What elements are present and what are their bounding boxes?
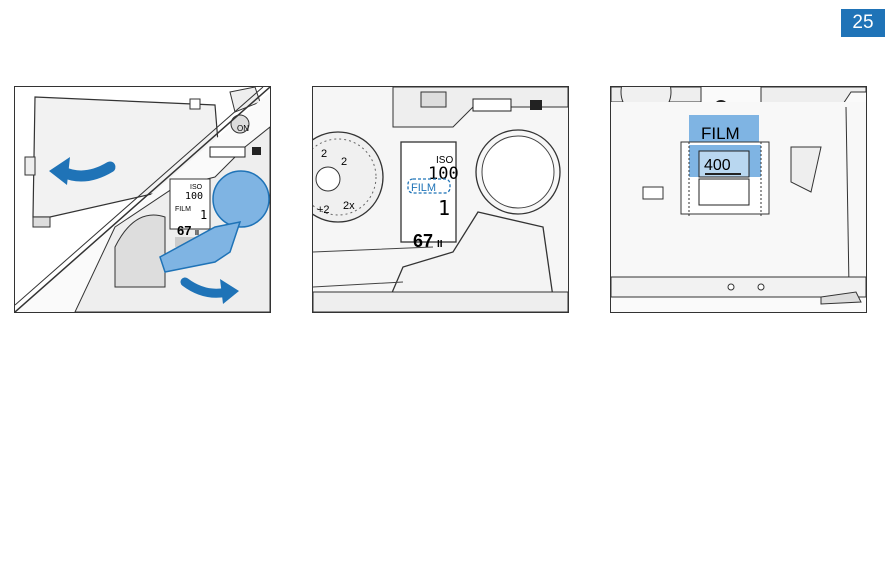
model-label: 67: [413, 231, 433, 251]
film-label: FILM: [411, 182, 436, 194]
dial-label-4: 2x: [343, 200, 355, 212]
iso-label: ISO: [190, 184, 203, 191]
iso-value: 100: [185, 191, 203, 202]
dial-label-2: 2: [341, 156, 347, 168]
frame-counter: 1: [200, 208, 207, 222]
film-label: FILM: [175, 206, 191, 213]
dial-label-3: +2: [317, 204, 330, 216]
illustration-panel-3: ML FILM 400: [610, 86, 867, 313]
iso-value: 100: [428, 164, 459, 184]
illustration-panel-2: 2 2 +2 2x ISO 100 FILM 1 67 II: [312, 86, 569, 313]
page-number-badge: 25: [841, 9, 885, 37]
iso-label: ISO: [436, 155, 453, 166]
on-label: ON: [237, 124, 249, 133]
illustration-panel-1: ON ISO 100 FILM 1 67 II: [14, 86, 271, 313]
arrow-down-right-icon: [180, 277, 239, 304]
model-suffix: II: [195, 230, 199, 237]
model-suffix: II: [437, 239, 443, 250]
film-label: FILM: [701, 124, 740, 143]
model-label: 67: [177, 223, 191, 238]
film-speed-value: 400: [704, 157, 731, 174]
arrow-open-icon: [49, 157, 116, 185]
dial-label-1: 2: [321, 148, 327, 160]
frame-counter: 1: [438, 196, 450, 220]
